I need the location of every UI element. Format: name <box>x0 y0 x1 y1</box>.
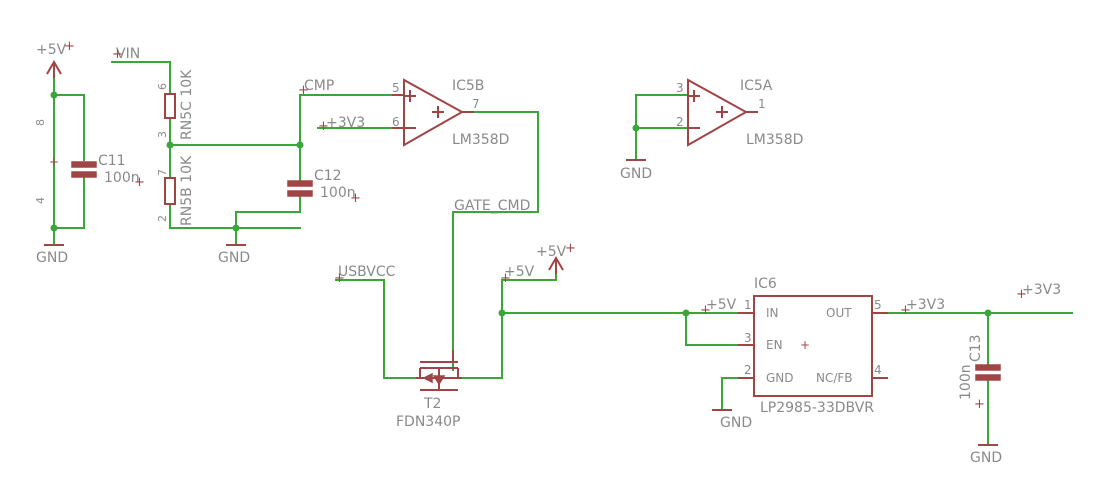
label-gnd-5: GND <box>970 450 1002 466</box>
label-5v-ic-in: +5V <box>706 297 737 313</box>
plus-mark-3v3-opamp: + <box>318 119 329 134</box>
junction-dots <box>50 91 992 317</box>
pin-rn5b-7: 7 <box>156 169 169 176</box>
plus-mark-power: + <box>49 155 59 169</box>
power-arrow-5v-mid <box>548 256 564 274</box>
label-rn5c: RN5C 10K <box>179 69 195 140</box>
plus-mark-3v3-right: + <box>1016 287 1027 302</box>
plus-mark-5v-ic-in: + <box>700 303 711 318</box>
pin-ic5a-3: 3 <box>676 81 684 95</box>
wires <box>53 61 1073 446</box>
ic6-pin-in: IN <box>766 306 779 320</box>
ic6-num-in: 1 <box>744 298 752 312</box>
label-3v3-out: +3V3 <box>906 297 945 313</box>
pin-ic5b-5: 5 <box>392 81 400 95</box>
pin-rn5c-6: 6 <box>156 83 169 90</box>
power-arrow-5v-left <box>46 60 62 78</box>
ic6-pin-out: OUT <box>826 306 852 320</box>
ic6-num-ncfb: 4 <box>874 363 882 377</box>
plus-mark-5v-net: + <box>500 271 511 286</box>
plus-mark-3v3-out: + <box>900 303 911 318</box>
pin-ic5a-1: 1 <box>758 97 766 111</box>
pin-rn5c-3: 3 <box>156 131 169 138</box>
label-gate-cmd: GATE_CMD <box>454 198 530 214</box>
plus-mark-c12: + <box>350 191 361 206</box>
label-5v-mid: +5V <box>536 244 567 260</box>
label-gnd-3: GND <box>620 166 652 182</box>
label-ic6-part: LP2985-33DBVR <box>760 400 874 416</box>
plus-mark-ic6: + <box>800 338 810 352</box>
label-usbvcc: USBVCC <box>338 264 396 280</box>
plus-mark-vin: + <box>112 47 123 62</box>
label-ic5b-name: IC5B <box>452 78 484 94</box>
pin-ic5-4: 4 <box>34 197 47 204</box>
plus-mark-c13: + <box>974 397 985 412</box>
resistor-rn5b <box>164 177 176 205</box>
label-c12-name: C12 <box>314 168 342 184</box>
plus-mark-cmp: + <box>298 83 309 98</box>
label-5v-left: +5V <box>36 42 67 58</box>
ic6-pin-gnd: GND <box>766 371 794 385</box>
capacitor-c13 <box>975 364 1001 381</box>
label-gnd-1: GND <box>36 250 68 266</box>
pin-ic5a-2: 2 <box>676 115 684 129</box>
plus-mark-5v-mid: + <box>565 241 576 256</box>
opamp-ic5b <box>392 78 474 147</box>
label-cmp: CMP <box>304 78 334 94</box>
label-t2-name: T2 <box>423 396 441 412</box>
label-vin: VIN <box>116 46 140 62</box>
label-c13-name: C13 <box>968 334 984 362</box>
regulator-ic6 <box>738 295 888 397</box>
pin-ic5-8: 8 <box>34 119 47 126</box>
label-c13-value: 100n <box>958 364 974 400</box>
label-gnd-4: GND <box>720 415 752 431</box>
pin-rn5b-2: 2 <box>156 215 169 222</box>
ic6-num-en: 3 <box>744 331 752 345</box>
plus-mark-5v-left: + <box>64 39 75 54</box>
resistor-rn5c <box>164 93 176 119</box>
plus-mark-c11: + <box>134 175 145 190</box>
label-c11-value: 100n <box>104 170 140 186</box>
label-ic6-name: IC6 <box>754 276 777 292</box>
mosfet-t2 <box>416 350 462 391</box>
pin-ic5b-6: 6 <box>392 115 400 129</box>
label-5v-net: +5V <box>504 264 535 280</box>
ic6-num-out: 5 <box>874 298 882 312</box>
ic6-num-gnd: 2 <box>744 363 752 377</box>
opamp-ic5a <box>687 78 758 147</box>
label-gnd-2: GND <box>218 250 250 266</box>
label-3v3-opamp: +3V3 <box>326 115 365 131</box>
plus-mark-usbvcc: + <box>334 271 345 286</box>
ic6-pin-en: EN <box>766 338 783 352</box>
pin-ic5b-7: 7 <box>472 97 480 111</box>
label-c12-value: 100n <box>320 185 356 201</box>
label-ic5b-part: LM358D <box>452 132 509 148</box>
label-3v3-right: +3V3 <box>1022 282 1061 298</box>
label-rn5b: RN5B 10K <box>179 155 195 226</box>
label-t2-part: FDN340P <box>396 414 460 430</box>
label-c11-name: C11 <box>98 153 126 169</box>
label-ic5a-part: LM358D <box>746 132 803 148</box>
capacitor-c12 <box>287 180 313 197</box>
capacitor-c11 <box>71 161 97 178</box>
ic6-pin-ncfb: NC/FB <box>816 371 853 385</box>
label-ic5a-name: IC5A <box>740 78 773 94</box>
